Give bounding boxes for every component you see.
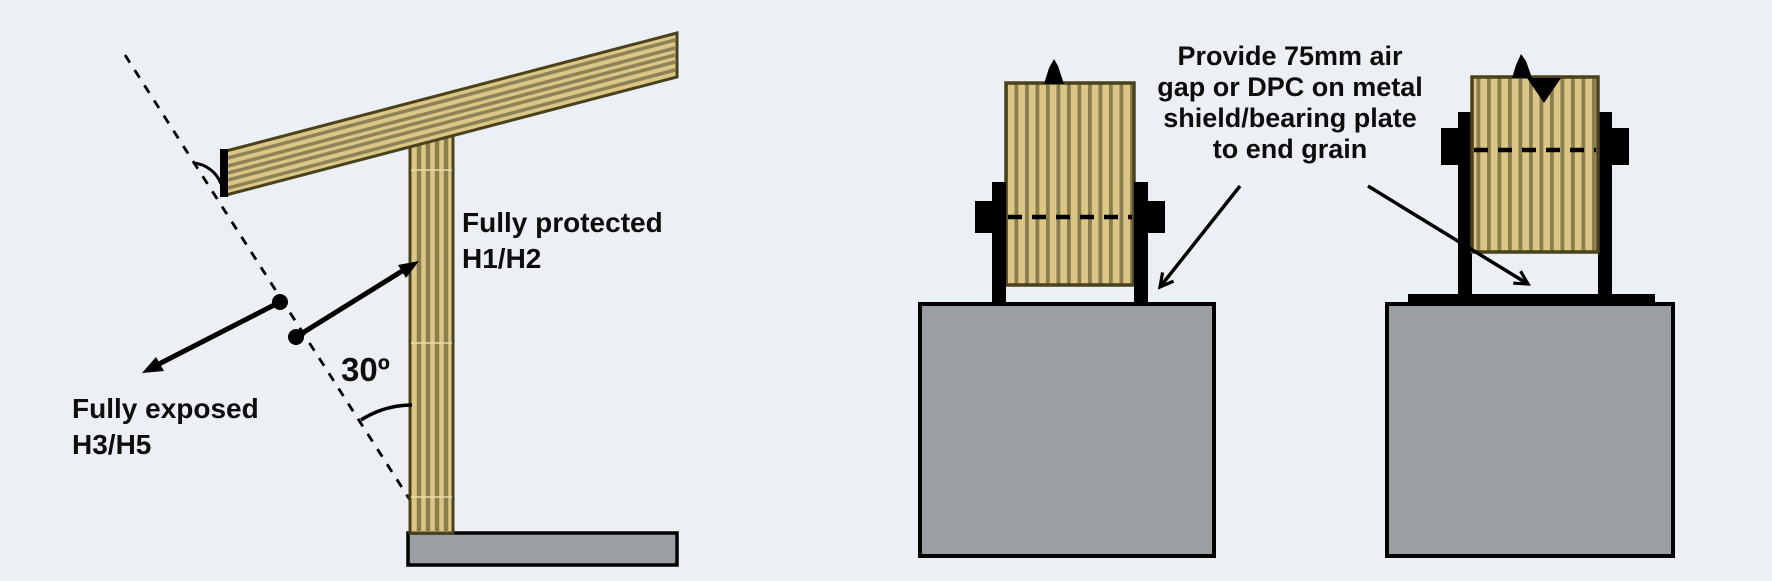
beam-end-cap — [220, 149, 228, 197]
angle-arc-30 — [360, 403, 413, 422]
exposed-label: Fully exposed H3/H5 — [72, 391, 259, 463]
annotation-line4: to end grain — [1212, 134, 1368, 164]
bolt-head-left-b — [1441, 128, 1458, 165]
stirrup-left-a — [992, 182, 1006, 304]
pier-assembly-b — [1385, 54, 1675, 558]
protected-arrow — [294, 261, 419, 340]
ground-slab — [406, 531, 679, 567]
protected-label-line2: H1/H2 — [462, 243, 542, 274]
exposure-boundary-dashed-line — [123, 54, 412, 501]
angle-label: 30º — [341, 351, 390, 388]
stirrup-right-a — [1134, 182, 1148, 304]
leader-arrow-b — [1367, 184, 1531, 286]
stirrup-right-b — [1598, 112, 1612, 294]
protected-label-line1: Fully protected — [462, 207, 663, 238]
beam-end-angle-arc — [192, 161, 223, 185]
exposed-arrow — [142, 299, 282, 373]
moisture-notch-icon-b — [1527, 78, 1561, 103]
moisture-wedge-icon-b — [1512, 54, 1532, 78]
roof-beam — [220, 31, 679, 197]
timber-post — [408, 128, 455, 535]
leader-arrow-a — [1157, 184, 1242, 290]
timber-post-a — [1004, 81, 1136, 287]
bearing-plate-b — [1408, 294, 1655, 306]
exposed-label-line1: Fully exposed — [72, 393, 259, 424]
protected-label: Fully protected H1/H2 — [462, 205, 663, 277]
annotation-line1: Provide 75mm air — [1177, 41, 1403, 71]
concrete-pier-a — [918, 302, 1216, 558]
concrete-pier-b — [1385, 302, 1675, 558]
annotation-line2: gap or DPC on metal — [1157, 72, 1423, 102]
pier-assembly-a — [918, 59, 1216, 558]
air-gap-annotation: Provide 75mm air gap or DPC on metal shi… — [1120, 41, 1460, 165]
bolt-head-right-a — [1148, 201, 1165, 233]
stirrup-left-b — [1458, 112, 1472, 294]
bolt-head-right-b — [1612, 128, 1629, 165]
annotation-line3: shield/bearing plate — [1163, 103, 1417, 133]
bolt-head-left-a — [975, 201, 992, 233]
moisture-wedge-icon-a — [1044, 59, 1064, 84]
exposed-label-line2: H3/H5 — [72, 429, 152, 460]
timber-post-b — [1470, 75, 1600, 254]
